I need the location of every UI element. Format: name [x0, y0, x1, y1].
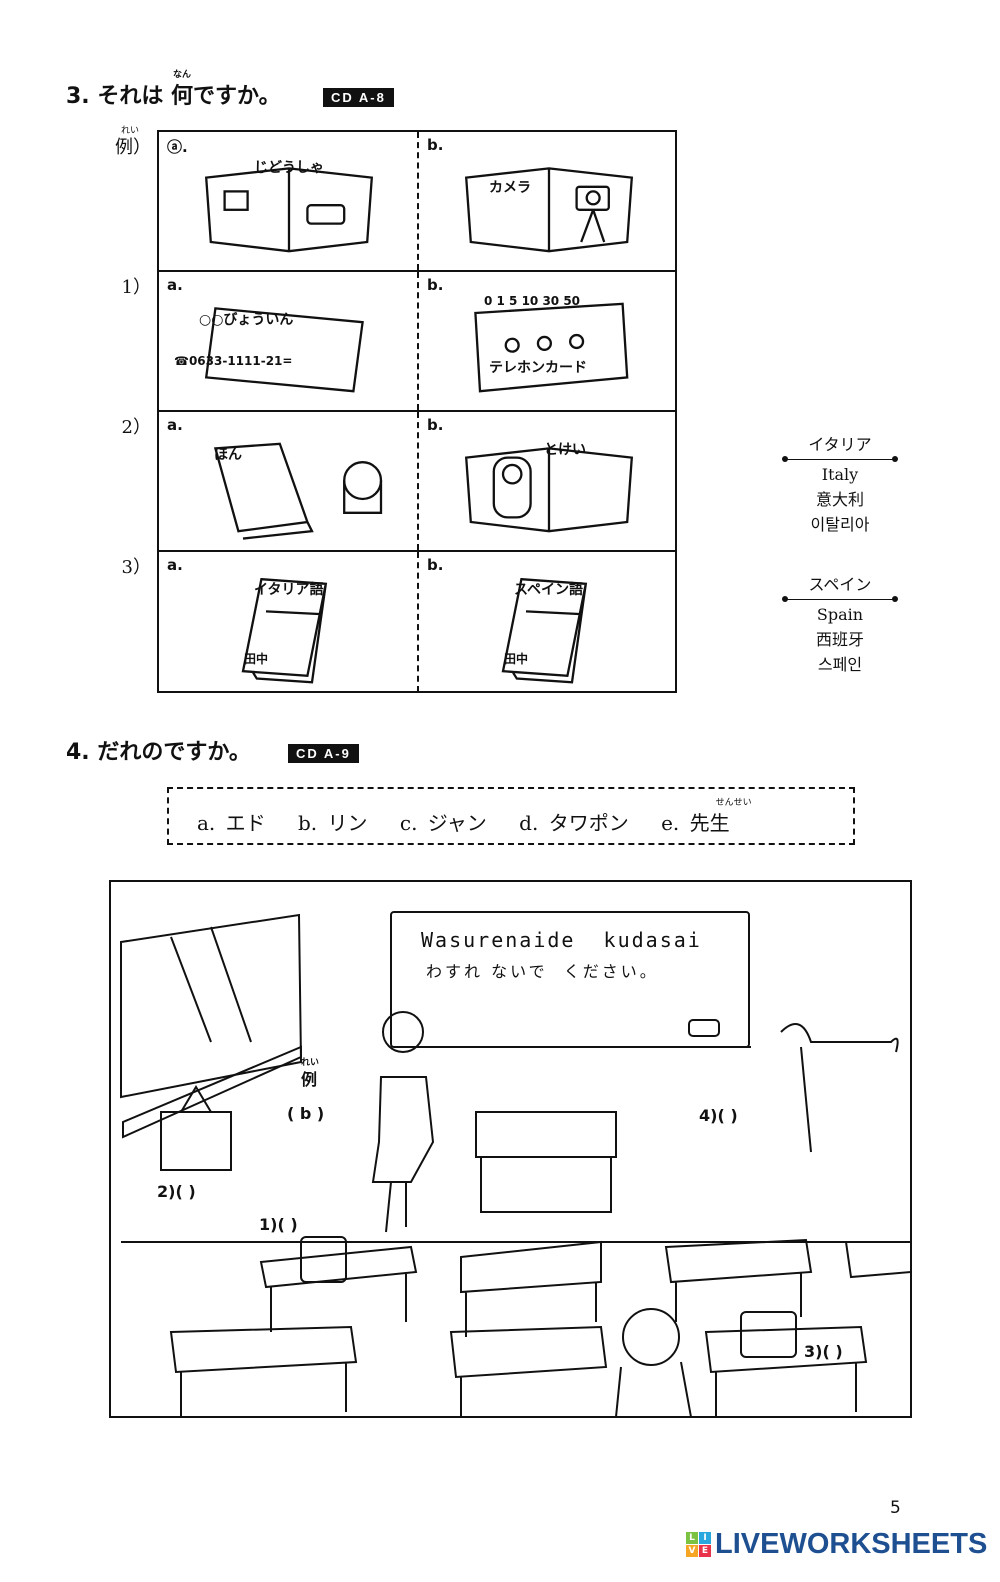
choice-letter: a.: [167, 416, 183, 434]
answer-blank-2[interactable]: 2)( ): [157, 1182, 196, 1201]
illustration-text: カメラ: [489, 180, 531, 196]
grid-row: 2） a. ほん b. とけい: [122, 412, 675, 552]
ruby: せんせい: [715, 798, 752, 808]
choice-b[interactable]: b. とけい: [417, 412, 675, 550]
illustration-text: ほん: [214, 447, 242, 463]
option-e-wrap: せんせい e. 先生: [661, 799, 752, 836]
choice-b[interactable]: b. スペイン語 田中: [417, 552, 675, 692]
choice-b[interactable]: b. テレホンカード 0 1 5 10 30 50: [417, 272, 675, 410]
section4-heading: 4. だれのですか。: [66, 740, 251, 765]
row-label: 1）: [121, 277, 151, 298]
choice-illustration: [501, 577, 588, 684]
title-text: それは: [97, 84, 172, 109]
example-label: れい例: [301, 1059, 319, 1090]
choice-letter: b.: [427, 276, 444, 294]
choice-illustration: [204, 307, 364, 393]
classroom-illustration: Wasurenaide kudasai わすれ ないで ください。 れい例 ( …: [109, 880, 912, 1418]
illustration-subtext: 田中: [504, 652, 529, 666]
answer-blank-4[interactable]: 4)( ): [699, 1106, 738, 1125]
page-number: 5: [890, 1498, 901, 1518]
choice-a[interactable]: a. ほん: [159, 412, 417, 550]
row-label: 3）: [121, 557, 151, 578]
choice-illustration: [241, 577, 328, 684]
glossary-ko: 스페인: [817, 655, 863, 674]
classroom-drawing: [120, 911, 912, 1418]
blackboard-text-romaji: Wasurenaide kudasai: [421, 928, 702, 952]
choice-b[interactable]: b. カメラ: [417, 132, 675, 270]
choice-a[interactable]: a. イタリア語 田中: [159, 552, 417, 692]
choice-letter: a.: [167, 556, 183, 574]
choice-illustration: [213, 442, 383, 540]
glossary-zh: 西班牙: [815, 630, 864, 649]
glossary-spain: スペイン Spain 西班牙 스페인: [782, 572, 898, 677]
row-label: れい例）: [115, 126, 151, 158]
answer-blank-3[interactable]: 3)( ): [804, 1342, 843, 1361]
title-text: ですか。: [193, 84, 281, 109]
section-number: 3.: [66, 84, 90, 109]
answer-blank-1[interactable]: 1)( ): [259, 1215, 298, 1234]
illustration-text: とけい: [544, 442, 586, 458]
illustration-subtext: 0 1 5 10 30 50: [484, 294, 581, 308]
illustration-text: じどうしゃ: [254, 160, 324, 176]
title-kanji: 何: [171, 84, 194, 109]
choice-a[interactable]: a. ○○びょういん ☎0633-1111-21=: [159, 272, 417, 410]
glossary-zh: 意大利: [815, 490, 864, 509]
divider: [782, 596, 898, 602]
choice-illustration: [464, 447, 634, 533]
option-b: b. リン: [298, 811, 368, 835]
option-d: d. タワポン: [519, 811, 629, 835]
choice-letter: ⓐ.: [167, 138, 188, 156]
glossary-kana: イタリア: [808, 435, 872, 454]
option-a: a. エド: [197, 811, 266, 835]
logo-letter: L: [686, 1532, 698, 1544]
logo-letter: V: [686, 1545, 698, 1557]
logo-letter: E: [699, 1545, 711, 1557]
glossary-en: Spain: [816, 605, 864, 624]
choice-letter: b.: [427, 416, 444, 434]
name-options: a. エド b. リン c. ジャン d. タワポン せんせい e. 先生: [167, 787, 855, 845]
row-label: 2）: [121, 417, 151, 438]
glossary-kana: スペイン: [808, 575, 872, 594]
ruby: なん: [173, 70, 192, 80]
choice-illustration: [464, 167, 634, 253]
grid-row: 1）a. ○○びょういん ☎0633-1111-21=b. テレホンカード 0 …: [122, 272, 675, 412]
title-kanji-wrap: なん何: [171, 71, 194, 110]
cd-badge: CD A-9: [288, 744, 359, 763]
illustration-text: スペイン語: [514, 582, 584, 598]
choice-illustration: [204, 167, 374, 253]
illustration-subtext: 田中: [244, 652, 269, 666]
option-e: e. 先生: [661, 811, 730, 835]
glossary-ko: 이탈리아: [810, 515, 870, 534]
choice-letter: b.: [427, 136, 444, 154]
example-answer: ( b ): [287, 1104, 325, 1123]
choice-letter: b.: [427, 556, 444, 574]
brand-name: LIVEWORKSHEETS: [715, 1528, 988, 1560]
choice-illustration: [474, 302, 629, 393]
blackboard-text-kana: わすれ ないで ください。: [426, 962, 659, 981]
divider: [782, 456, 898, 462]
choice-letter: a.: [167, 276, 183, 294]
glossary-en: Italy: [821, 465, 859, 484]
grid-row: れい例）ⓐ. じどうしゃ b. カメラ: [115, 127, 675, 272]
illustration-subtext: ☎0633-1111-21=: [174, 354, 293, 368]
ruby: れい: [121, 126, 140, 136]
choice-a[interactable]: ⓐ. じどうしゃ: [159, 132, 417, 270]
glossary-italy: イタリア Italy 意大利 이탈리아: [782, 432, 898, 537]
illustration-text: イタリア語: [254, 582, 324, 598]
ruby: れい: [301, 1058, 320, 1068]
illustration-text: テレホンカード: [489, 360, 587, 376]
section3-heading: 3. それは なん何ですか。: [66, 71, 281, 110]
logo-letter: I: [699, 1532, 711, 1544]
cd-badge: CD A-8: [323, 88, 394, 107]
option-c: c. ジャン: [399, 811, 487, 835]
example-mark: 例: [301, 1070, 318, 1089]
picture-grid: れい例）ⓐ. じどうしゃ b. カメラ 1）a. ○○びょういん ☎0633-1…: [115, 127, 677, 693]
illustration-text: ○○びょういん: [199, 312, 294, 328]
